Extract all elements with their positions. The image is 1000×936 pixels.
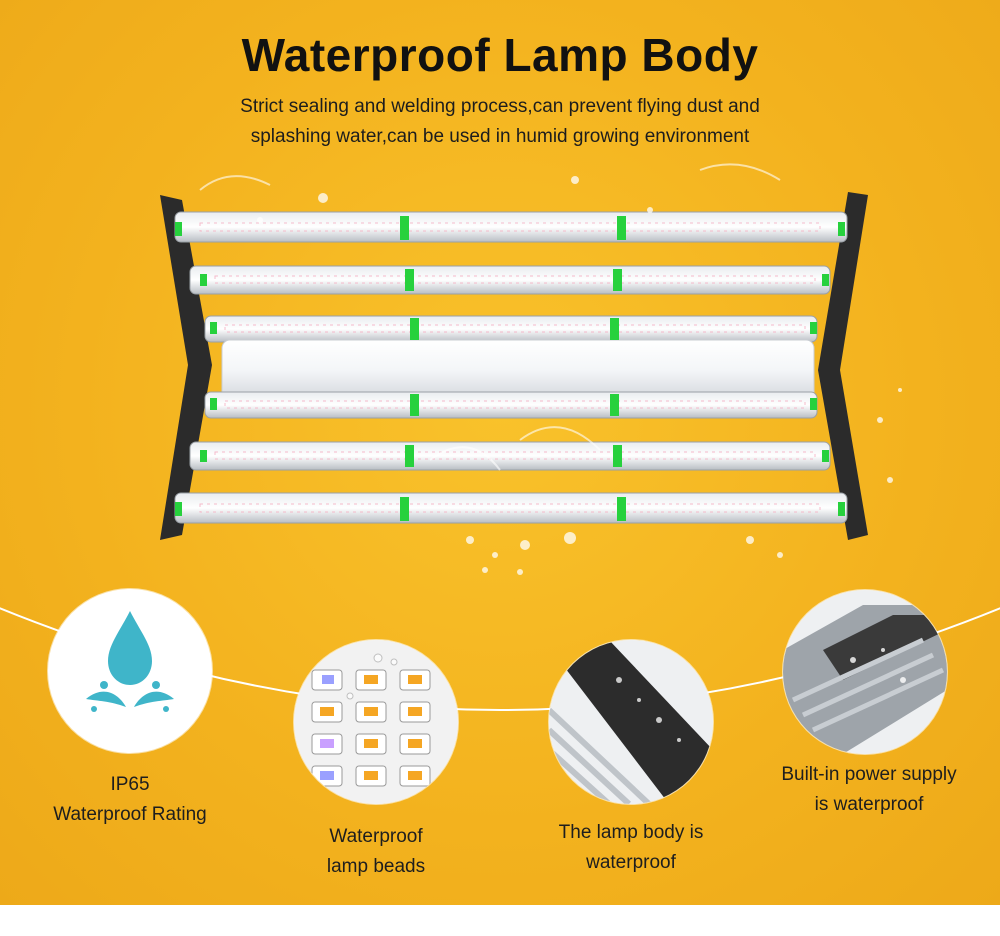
product-banner: Waterproof Lamp Body Strict sealing and … (0, 0, 1000, 905)
feature-circle-beads (294, 640, 458, 804)
subtitle-line-2: splashing water,can be used in humid gro… (250, 126, 750, 147)
feature-circle-power (783, 590, 947, 754)
lamp-beads-icon (294, 640, 458, 804)
subtitle-line-1: Strict sealing and welding process,can p… (240, 96, 760, 117)
page-title: Waterproof Lamp Body (241, 29, 759, 81)
feature-caption-power: Built-in power supply is waterproof (781, 764, 957, 815)
bottom-margin (0, 905, 1000, 936)
feature-circle-body (549, 640, 713, 804)
feature-caption-body: The lamp body is waterproof (558, 822, 704, 873)
power-supply-icon (783, 590, 947, 754)
led-bars-lower (174, 391, 848, 524)
led-bars-upper (174, 211, 848, 343)
water-drop-icon (86, 611, 174, 712)
grow-light-image (160, 163, 902, 575)
feature-caption-beads: Waterproof lamp beads (326, 826, 426, 877)
lamp-body-closeup-icon (549, 640, 713, 804)
feature-circle-ip65 (48, 589, 212, 753)
feature-caption-ip65: IP65 Waterproof Rating (53, 774, 207, 825)
